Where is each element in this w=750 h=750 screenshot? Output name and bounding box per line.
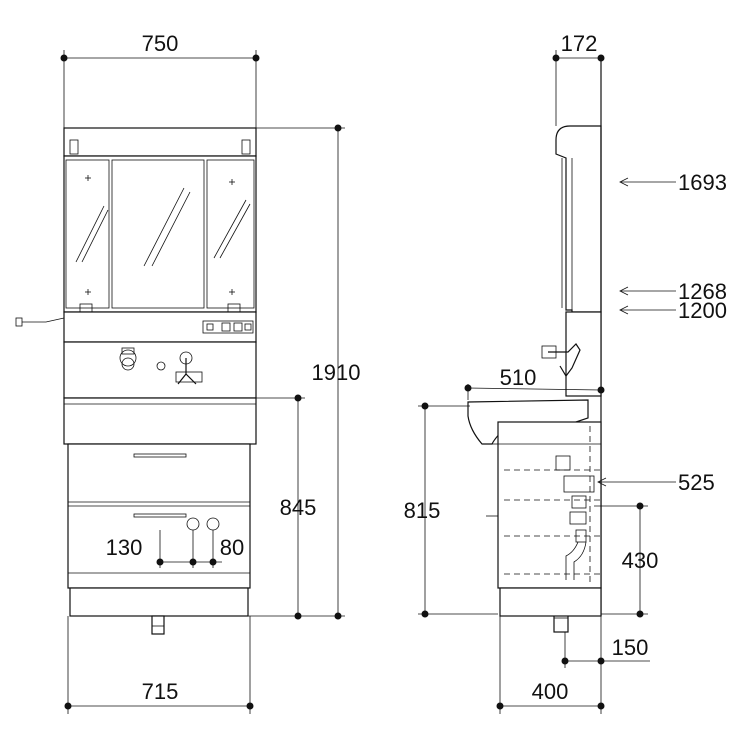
backsplash-panel [63,311,257,343]
mirror-door-left [65,159,110,309]
faucet-side-icon [548,343,581,378]
power-cord [22,317,65,323]
light-bracket-left [69,139,79,155]
dim-depth-mirror: 172 [561,31,598,56]
drain-pipe [151,615,165,635]
dim-depth-cabinet: 400 [532,679,569,704]
dim-height-light: 1200 [678,298,727,323]
dim-height-cabinet-bottom: 1268 [678,279,727,304]
dim-drain-offset: 150 [612,635,649,660]
switch-panel [202,320,254,334]
mirror-cabinet-side [555,125,602,313]
drawer-handle-top [133,453,187,458]
front-dimensions: 750 1910 845 130 80 715 [60,31,361,714]
drawer-handle-bottom [133,513,187,518]
plinth [69,587,249,617]
shower-head-icon [119,349,137,367]
base-cabinet-side [497,421,602,589]
base-cabinet [67,443,251,589]
dim-height-cabinet-top: 1693 [678,170,727,195]
dim-valve-spacing: 80 [220,535,244,560]
backsplash-side [565,311,602,397]
mirror-top-rail [63,127,257,157]
dim-height-basin: 815 [404,498,441,523]
overflow-hole [156,361,166,371]
dim-height-total: 1910 [312,360,361,385]
light-bracket-right [241,139,251,155]
hinge-marks [85,175,235,295]
mirror-door-right [206,159,255,309]
dim-sink-depth: 510 [500,365,537,390]
dim-height-counter: 845 [280,495,317,520]
counter-top [63,397,257,445]
dim-height-drain: 525 [678,470,715,495]
mirror-door-center [111,159,205,309]
front-view [15,127,257,635]
dim-faucet-offset: 130 [106,535,143,560]
side-view [467,60,602,633]
dim-width-bottom: 715 [142,679,179,704]
dim-width-top: 750 [142,31,179,56]
side-dimensions: 172 1693 1268 1200 510 815 525 430 [404,31,727,714]
dim-height-trap: 430 [622,548,659,573]
plinth-side [499,587,602,617]
